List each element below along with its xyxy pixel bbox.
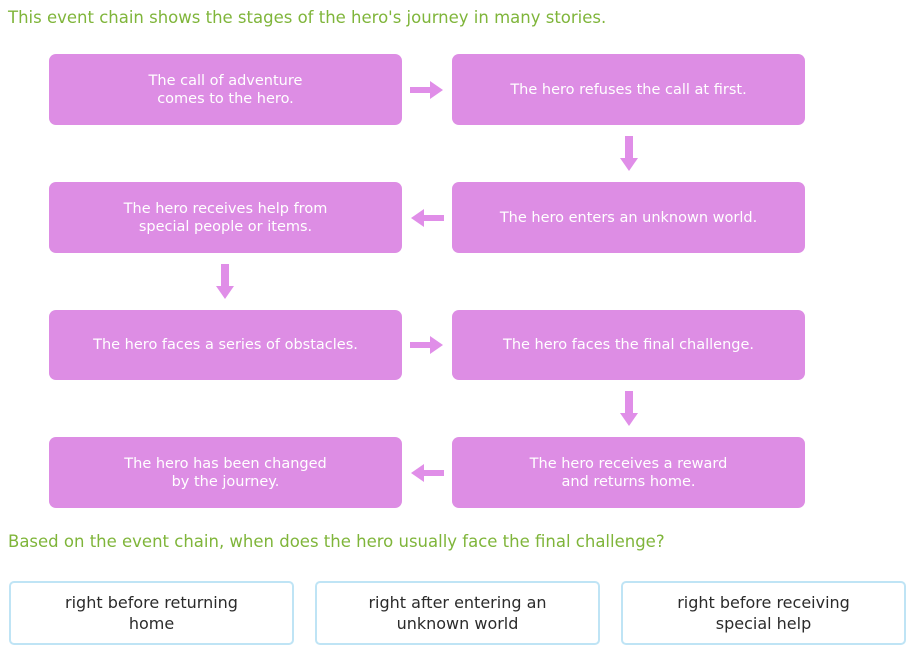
arrow-right-icon (407, 333, 447, 357)
event-box-7: The hero has been changed by the journey… (49, 437, 402, 508)
arrow-left-icon (407, 461, 447, 485)
arrow-down-icon (205, 261, 245, 303)
event-box-8: The hero receives a reward and returns h… (452, 437, 805, 508)
intro-text: This event chain shows the stages of the… (8, 8, 607, 27)
answer-option-1[interactable]: right before returning home (9, 581, 294, 645)
arrow-right-icon (407, 78, 447, 102)
event-box-6: The hero faces the final challenge. (452, 310, 805, 380)
arrow-down-icon (609, 388, 649, 430)
answer-option-3[interactable]: right before receiving special help (621, 581, 906, 645)
event-box-2: The hero refuses the call at first. (452, 54, 805, 125)
event-box-5: The hero faces a series of obstacles. (49, 310, 402, 380)
arrow-left-icon (407, 206, 447, 230)
event-box-1: The call of adventure comes to the hero. (49, 54, 402, 125)
answer-option-2[interactable]: right after entering an unknown world (315, 581, 600, 645)
event-box-4: The hero enters an unknown world. (452, 182, 805, 253)
question-text: Based on the event chain, when does the … (8, 532, 665, 551)
event-chain-diagram: The call of adventure comes to the hero.… (49, 54, 805, 508)
event-box-3: The hero receives help from special peop… (49, 182, 402, 253)
arrow-down-icon (609, 133, 649, 175)
answer-options: right before returning home right after … (9, 581, 906, 647)
